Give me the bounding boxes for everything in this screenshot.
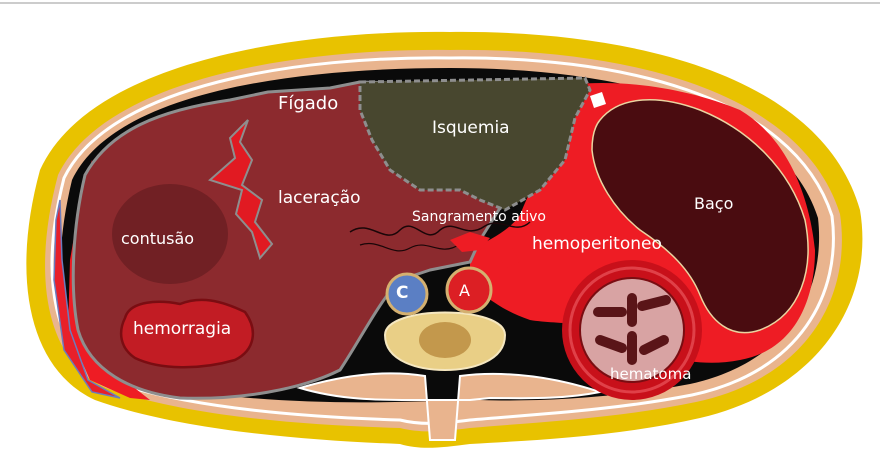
label-contusao: contusão bbox=[121, 231, 194, 247]
label-figado: Fígado bbox=[278, 95, 338, 113]
label-sangramento-ativo: Sangramento ativo bbox=[412, 210, 546, 224]
label-laceracao: laceração bbox=[278, 190, 361, 207]
label-vena-cava: C bbox=[396, 285, 408, 302]
label-hemoperitoneo: hemoperitoneo bbox=[532, 236, 662, 253]
label-hemorragia: hemorragia bbox=[133, 321, 231, 338]
vertebra-body-center bbox=[419, 322, 471, 358]
label-isquemia: Isquemia bbox=[432, 120, 510, 137]
label-baco: Baço bbox=[694, 196, 733, 212]
label-hematoma: hematoma bbox=[610, 367, 691, 382]
label-aorta: A bbox=[459, 283, 470, 299]
